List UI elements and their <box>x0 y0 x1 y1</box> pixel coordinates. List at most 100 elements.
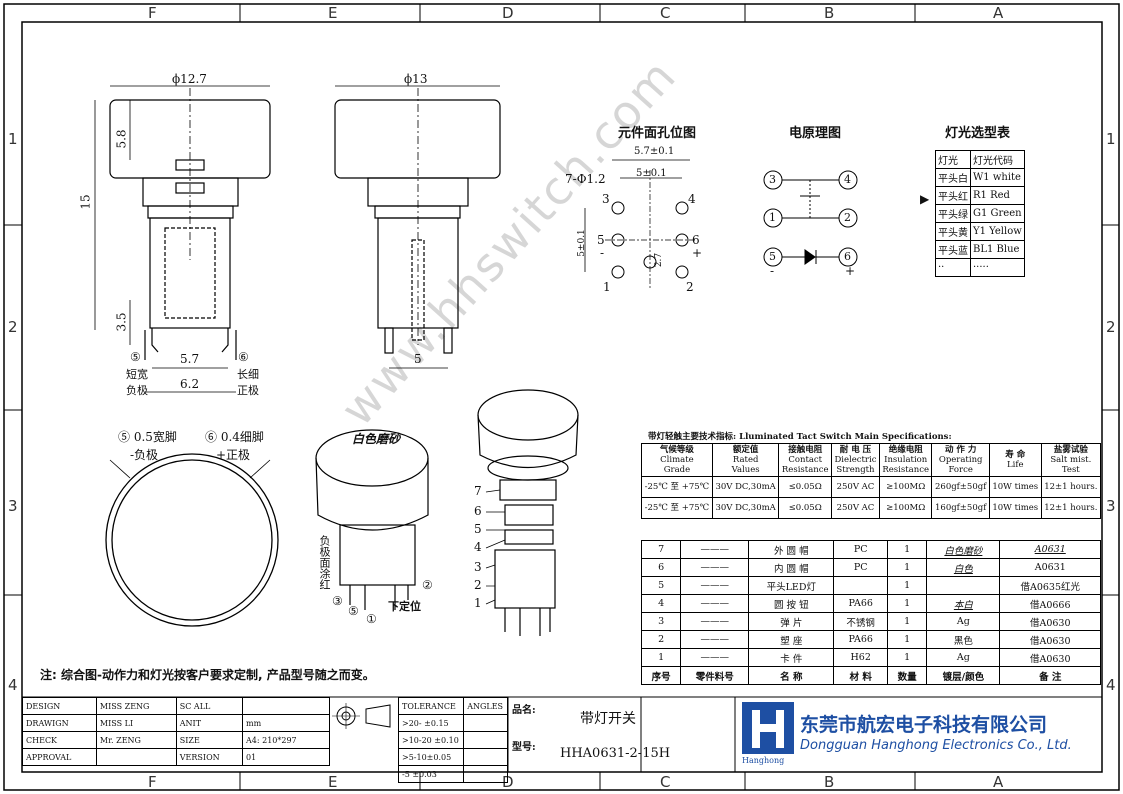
iso-assembled <box>315 429 429 610</box>
pin-5-desc-1: 短宽 <box>126 368 148 381</box>
exploded-7: 7 <box>474 484 482 498</box>
front-view-left <box>94 85 271 393</box>
dim-height-5-8: 5.8 <box>114 129 129 149</box>
circuit-node-1: 1 <box>769 211 776 224</box>
zone-bottom-c: C <box>660 773 671 791</box>
hole-pin-5: 5 <box>597 233 605 247</box>
pin-5-desc-2: 负极 <box>126 384 148 397</box>
zone-right-3: 3 <box>1106 497 1116 515</box>
zone-right-2: 2 <box>1106 318 1116 336</box>
exploded-4: 4 <box>474 540 482 554</box>
hole-layout <box>584 159 695 290</box>
iso-exploded <box>477 389 579 636</box>
bottom-pin-5-polarity: -负极 <box>130 448 159 462</box>
exploded-3: 3 <box>474 560 482 574</box>
spec-title: 带灯轻触主要技术指标: Lluminated Tact Switch Main … <box>648 432 952 442</box>
dim-width-6-2: 6.2 <box>180 377 200 391</box>
circuit-plus: + <box>845 264 856 278</box>
circuit-node-5: 5 <box>769 250 776 263</box>
pin-6-desc-1: 长细 <box>237 368 259 381</box>
zone-right-1: 1 <box>1106 130 1116 148</box>
product-name-label: 品名: <box>512 705 536 716</box>
company-name-cn: 东莞市航宏电子科技有限公司 <box>800 714 1048 736</box>
exploded-1: 1 <box>474 596 482 610</box>
zone-left-1: 1 <box>8 130 18 148</box>
projection-symbol-icon <box>332 703 391 729</box>
product-model: HHA0631-2-15H <box>560 746 671 761</box>
side-view <box>334 85 501 369</box>
logo-text: Hanghong <box>742 756 785 765</box>
zone-top-e: E <box>328 4 338 22</box>
bottom-locate-label: 下定位 <box>388 600 421 613</box>
table-row: >10-20 ±0.10 <box>397 731 508 749</box>
zone-left-4: 4 <box>8 676 18 694</box>
circuit-diagram <box>763 170 858 267</box>
zone-bottom-f: F <box>148 773 157 791</box>
circuit-node-3: 3 <box>769 173 776 186</box>
zone-bottom-a: A <box>993 773 1004 791</box>
exploded-5: 5 <box>474 522 482 536</box>
bottom-circle-view <box>105 453 279 627</box>
cap-finish-label: 白色磨砂 <box>352 432 401 446</box>
bottom-pin-5: ⑤ 0.5宽脚 <box>118 430 177 444</box>
table-row: -5 ±0.03 <box>397 765 508 783</box>
pin-6-desc-2: 正极 <box>237 384 259 397</box>
iso-pin-3: ③ <box>332 594 343 608</box>
exploded-2: 2 <box>474 578 482 592</box>
zone-right-4: 4 <box>1106 676 1116 694</box>
zone-top-b: B <box>824 4 835 22</box>
dim-cap-dia-2: ϕ13 <box>404 72 428 86</box>
iso-pin-2: ② <box>422 578 433 592</box>
table-row: ······· <box>935 258 1025 277</box>
hole-count-dia: 7-Φ1.2 <box>565 172 606 186</box>
zone-bottom-e: E <box>328 773 338 791</box>
exploded-6: 6 <box>474 504 482 518</box>
bottom-pin-6: ⑥ 0.4细脚 <box>205 430 264 444</box>
circuit-node-2: 2 <box>844 211 851 224</box>
hole-dim-height-5: 5±0.1 <box>576 229 587 257</box>
dim-width-5-7: 5.7 <box>180 352 200 366</box>
drawing-note: 注: 综合图-动作力和灯光按客户要求定制, 产品型号随之而变。 <box>40 668 375 682</box>
hole-pin-3: 3 <box>602 192 610 206</box>
circuit-node-4: 4 <box>844 173 851 186</box>
zone-top-d: D <box>502 4 514 22</box>
pin-6-label: ⑥ <box>238 350 249 364</box>
circuit-node-6: 6 <box>844 250 851 263</box>
hole-pin-1: 1 <box>603 280 611 294</box>
hole-pin-4: 4 <box>688 192 696 206</box>
dim-height-15: 15 <box>78 194 93 210</box>
iso-pin-1: ① <box>366 612 377 626</box>
dim-cap-dia-1: ϕ12.7 <box>172 72 207 86</box>
table-row: 灯光灯光代码 <box>935 150 1025 169</box>
table-row: >20- ±0.15 <box>397 714 508 732</box>
zone-bottom-b: B <box>824 773 835 791</box>
table-row: >5-10±0.05 <box>397 748 508 766</box>
hole-layout-title: 元件面孔位图 <box>618 126 697 141</box>
company-name-en: Dongguan Hanghong Electronics Co., Ltd. <box>800 738 1072 753</box>
product-name: 带灯开关 <box>580 711 636 727</box>
hole-plus: + <box>692 246 703 260</box>
bottom-pin-6-polarity: +正极 <box>216 448 251 462</box>
hole-dim-5-7: 5.7±0.1 <box>634 146 675 157</box>
